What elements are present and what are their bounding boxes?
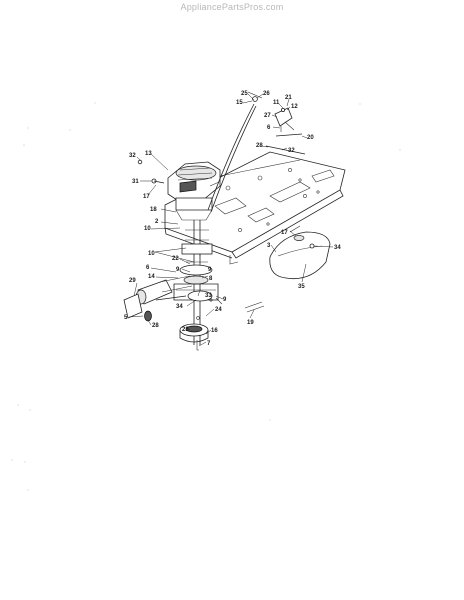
callout-23: 9 — [176, 267, 180, 273]
callout-26: 29 — [129, 278, 136, 284]
callout-31: 5 — [124, 315, 128, 321]
callout-1: 25 — [241, 91, 248, 97]
callout-7: 27 — [264, 113, 271, 119]
callout-34: 16 — [211, 328, 218, 334]
muffler — [123, 275, 193, 322]
callout-33: 23 — [182, 327, 189, 333]
callout-15: 17 — [143, 194, 150, 200]
callout-30: 24 — [215, 307, 222, 313]
callout-6: 12 — [291, 104, 298, 110]
clutch-assembly — [173, 264, 219, 351]
scan-specks — [11, 102, 401, 491]
callout-38: 3 — [267, 243, 271, 249]
callout-27: 33 — [205, 293, 212, 299]
callout-40: 35 — [298, 284, 305, 290]
callout-11: 32 — [288, 148, 295, 154]
callout-13: 13 — [145, 151, 152, 157]
throttle-control — [265, 107, 306, 155]
callout-24: 9 — [208, 267, 212, 273]
callout-2: 26 — [263, 91, 270, 97]
callout-3: 15 — [236, 100, 243, 106]
callouts: 25 26 15 21 11 12 27 6 20 28 32 32 13 31… — [124, 91, 341, 347]
callout-35: 7 — [207, 341, 211, 347]
callout-18: 10 — [144, 226, 151, 232]
throttle-cable — [207, 91, 263, 213]
callout-5: 11 — [273, 100, 280, 106]
engine — [167, 161, 221, 221]
callout-16: 18 — [150, 207, 157, 213]
leader-lines — [128, 93, 334, 347]
callout-9: 20 — [307, 135, 314, 141]
callout-32: 28 — [152, 323, 159, 329]
fuel-tank — [269, 225, 331, 280]
callout-19: 10 — [148, 251, 155, 257]
callout-8: 6 — [267, 125, 271, 131]
callout-10: 28 — [256, 143, 263, 149]
callout-22: 14 — [148, 274, 155, 280]
callout-25: 8 — [209, 276, 213, 282]
loose-parts — [137, 159, 265, 313]
callout-17: 2 — [155, 219, 159, 225]
callout-37: 17 — [281, 230, 288, 236]
callout-4: 21 — [285, 95, 292, 101]
callout-29: 34 — [176, 304, 183, 310]
callout-36: 19 — [247, 320, 254, 326]
callout-14: 31 — [132, 179, 139, 185]
watermark: AppliancePartsPros.com — [180, 2, 284, 12]
callout-20: 22 — [172, 256, 179, 262]
callout-21: 6 — [146, 265, 150, 271]
callout-28: 9 — [223, 297, 227, 303]
callout-12: 32 — [129, 153, 136, 159]
callout-39: 34 — [334, 245, 341, 251]
